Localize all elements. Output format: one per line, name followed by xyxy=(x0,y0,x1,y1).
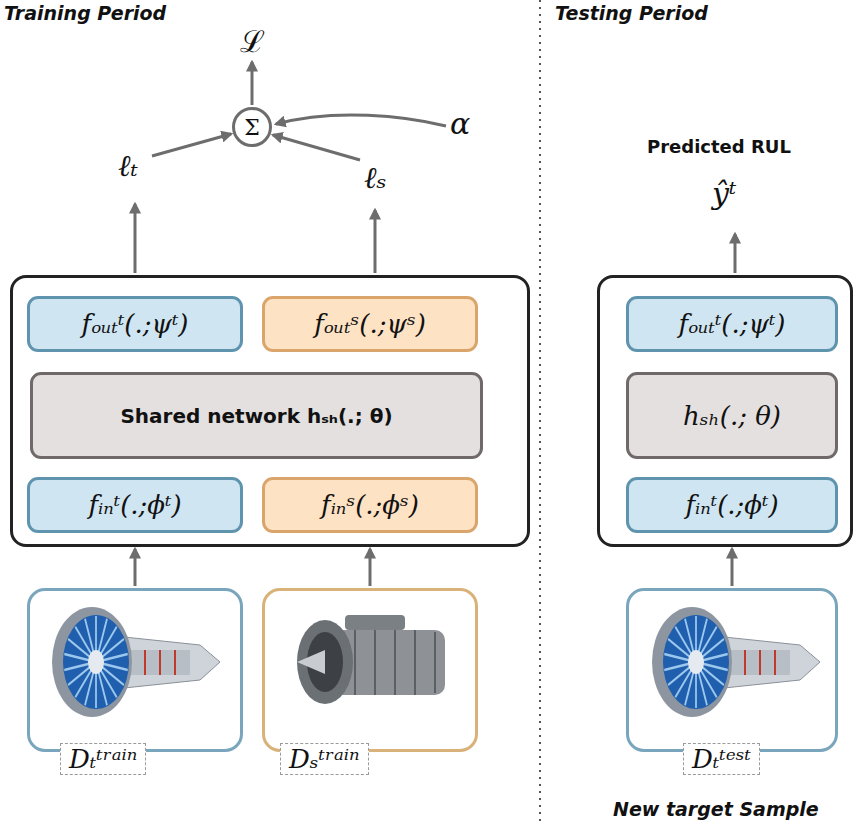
node-text: fₒᵤₜˢ(.;ψˢ) xyxy=(314,309,426,339)
node-text: Dₜᵗᵉˢᵗ xyxy=(692,744,751,774)
node-text: fₒᵤₜᵗ(.;ψᵗ) xyxy=(82,309,189,339)
input-layer-box: fᵢₙˢ(.;ϕˢ) xyxy=(262,477,478,533)
node-text: fᵢₙᵗ(.;ϕᵗ) xyxy=(685,490,778,520)
prediction-symbol: ŷᵗ xyxy=(712,176,736,211)
period-heading: Testing Period xyxy=(555,2,708,24)
dataset-tag: Dₛᵗʳᵃⁱⁿ xyxy=(280,743,369,775)
circle-outline xyxy=(234,109,271,146)
output-layer-box: fₒᵤₜˢ(.;ψˢ) xyxy=(262,296,478,352)
weight-arrow xyxy=(276,115,446,126)
node-text: fᵢₙᵗ(.;ϕᵗ) xyxy=(88,490,181,520)
output-caption: Predicted RUL xyxy=(647,136,791,157)
output-layer-box: fₒᵤₜᵗ(.;ψᵗ) xyxy=(626,296,838,352)
engine-picture xyxy=(297,615,445,704)
node-text: Σ xyxy=(244,115,260,140)
engine-picture xyxy=(52,607,220,717)
input-layer-box: fᵢₙᵗ(.;ϕᵗ) xyxy=(626,477,838,533)
node-text: Shared network hₛₕ(.; θ) xyxy=(120,404,392,428)
dataset-box: Dₜᵗᵉˢᵗ xyxy=(626,588,838,752)
output-arrow xyxy=(134,204,137,273)
node-text: Dₜᵗʳᵃⁱⁿ xyxy=(69,744,137,774)
engine-picture xyxy=(652,607,820,717)
sample-caption: New target Sample xyxy=(613,798,819,820)
node-text: fᵢₙˢ(.;ϕˢ) xyxy=(321,490,419,520)
period-heading: Training Period xyxy=(4,2,166,24)
sum-circle: Σ xyxy=(232,107,272,147)
loss-symbol: ℓₜ xyxy=(118,148,138,183)
model-frame: fₒᵤₜᵗ(.;ψᵗ) hₛₕ(.; θ) fᵢₙᵗ(.;ϕᵗ) xyxy=(597,275,853,547)
dataset-box: Dₛᵗʳᵃⁱⁿ xyxy=(262,588,478,752)
loss-symbol: ℓₛ xyxy=(364,160,387,195)
sum-arrow xyxy=(273,135,360,160)
dataset-tag: Dₜᵗʳᵃⁱⁿ xyxy=(60,743,146,775)
output-layer-box: fₒᵤₜᵗ(.;ψᵗ) xyxy=(27,296,243,352)
loss-symbol: ℒ xyxy=(240,20,265,61)
node-text: hₛₕ(.; θ) xyxy=(683,401,781,431)
input-layer-box: fᵢₙᵗ(.;ϕᵗ) xyxy=(27,477,243,533)
shared-network-box: Shared network hₛₕ(.; θ) xyxy=(30,372,483,459)
prediction-arrow xyxy=(734,234,737,273)
flow-arrow xyxy=(134,549,137,586)
output-arrow xyxy=(374,210,377,273)
shared-network-box: hₛₕ(.; θ) xyxy=(626,372,838,459)
flow-arrow xyxy=(731,549,734,586)
loss-arrow xyxy=(251,62,254,105)
dataset-box: Dₜᵗʳᵃⁱⁿ xyxy=(27,588,243,752)
sum-arrow xyxy=(152,134,231,156)
period-divider xyxy=(539,0,541,825)
node-text: Dₛᵗʳᵃⁱⁿ xyxy=(289,744,360,774)
flow-arrow xyxy=(369,549,372,586)
dataset-tag: Dₜᵗᵉˢᵗ xyxy=(683,743,760,775)
weight-symbol: α xyxy=(450,106,470,141)
node-text: fₒᵤₜᵗ(.;ψᵗ) xyxy=(679,309,786,339)
model-frame: fₒᵤₜᵗ(.;ψᵗ) fₒᵤₜˢ(.;ψˢ) Shared network hₛₕ… xyxy=(10,275,530,547)
